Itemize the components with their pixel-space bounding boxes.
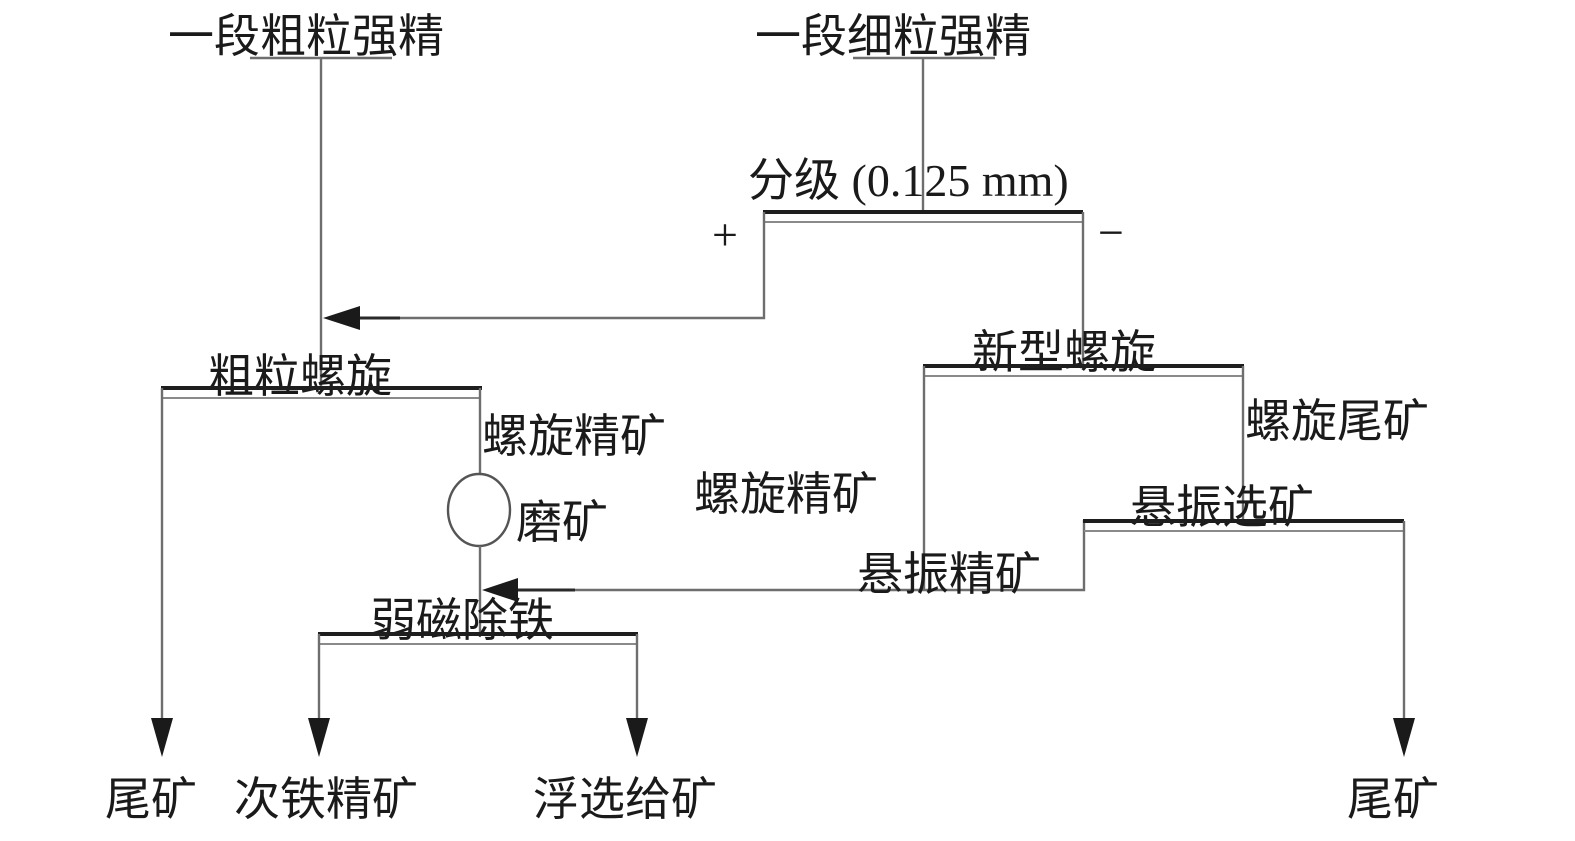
coarse-spiral-concentrate-label: 螺旋精矿 [482,409,666,463]
new-spiral-concentrate-label: 螺旋精矿 [694,467,878,521]
coarse-spiral-label: 粗粒螺旋 [208,349,392,403]
arrow-left-icon [323,306,360,330]
suspension-concentrate-line [575,520,1086,592]
minus-sign: − [1098,207,1124,258]
product-tailings-right: 尾矿 [1347,772,1439,826]
arrow-down-icon [151,718,173,757]
spiral-tailings-label: 螺旋尾矿 [1245,394,1429,448]
product-tailings-left: 尾矿 [105,772,197,826]
feed-coarse-label: 一段粗粒强精 [168,9,444,63]
product-secondary-iron-concentrate: 次铁精矿 [234,772,418,826]
grinding-label: 磨矿 [516,495,608,549]
grinding-mill-icon [446,472,512,548]
arrow-down-icon [1393,718,1415,757]
new-spiral-label: 新型螺旋 [972,325,1156,379]
arrow-down-icon [626,718,648,757]
suspension-concentrate-label: 悬振精矿 [857,547,1041,601]
plus-sign: + [712,209,738,260]
classification-label: 分级 (0.125 mm) [748,155,1069,206]
weak-magnetic-label: 弱磁除铁 [370,593,554,647]
arrow-left-icon [482,578,518,602]
product-flotation-feed: 浮选给矿 [533,772,717,826]
feed-fine-label: 一段细粒强精 [755,9,1031,63]
plus-stream-line [360,212,766,320]
suspension-vibration-label: 悬振选矿 [1130,480,1314,534]
arrow-down-icon [308,718,330,757]
